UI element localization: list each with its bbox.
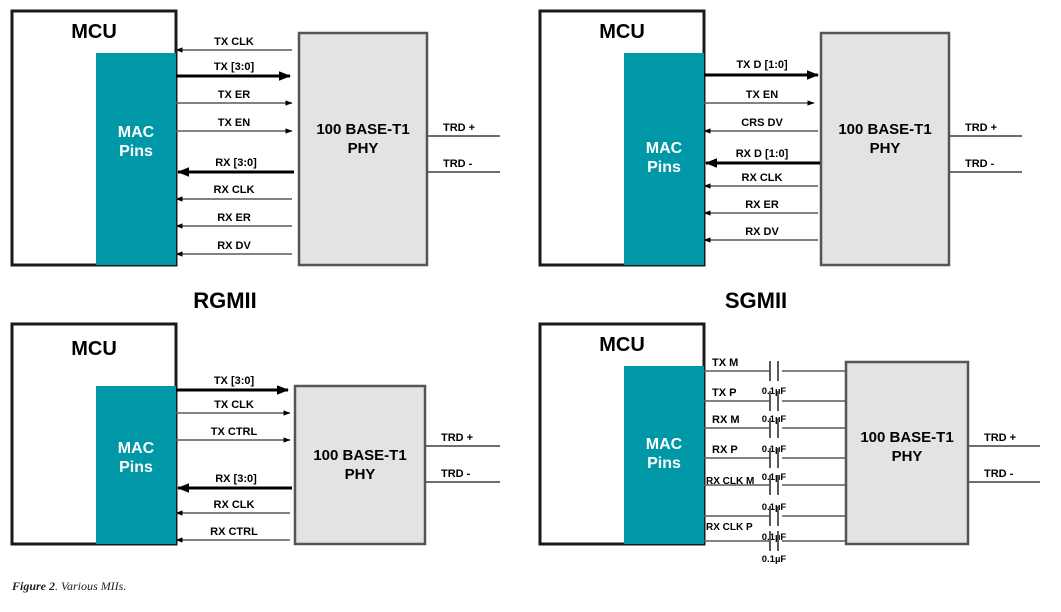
signal-label: RX ER <box>217 212 251 224</box>
svg-text:Figure 2. Various MIIs.: Figure 2. Various MIIs. <box>11 579 126 593</box>
phy-label-line1: 100 BASE-T1 <box>860 429 953 446</box>
phy-label-line2: PHY <box>892 448 923 465</box>
capacitor-value-label: 0.1µF <box>762 444 787 455</box>
mac-pins-block <box>96 53 176 265</box>
mcu-title: MCU <box>599 334 645 356</box>
signal-label: TX D [1:0] <box>736 59 788 71</box>
signal-label: RX [3:0] <box>215 157 257 169</box>
sgmii-coupled-lines: 0.1µF 0.1µF 0.1µF 0.1µF 0.1µF <box>704 361 846 565</box>
mac-pins-block <box>624 366 704 544</box>
trd-plus-label: TRD + <box>984 432 1016 444</box>
capacitor-value-label: 0.1µF <box>762 414 787 425</box>
capacitor-value-label: 0.1µF <box>762 554 787 565</box>
phy-box <box>844 360 970 546</box>
signal-label: RX CTRL <box>210 526 258 538</box>
trd-minus-label: TRD - <box>443 158 473 170</box>
phy-label-line1: 100 BASE-T1 <box>313 447 406 464</box>
phy-label-line2: PHY <box>345 466 376 483</box>
signal-label: TX [3:0] <box>214 61 255 73</box>
signal-label: TX CLK <box>214 399 254 411</box>
trd-minus-label: TRD - <box>441 468 471 480</box>
capacitor-value-label: 0.1µF <box>762 386 787 397</box>
mac-pins-label-line2: Pins <box>647 455 681 472</box>
trd-plus-label: TRD + <box>443 122 475 134</box>
mac-pins-label-line2: Pins <box>119 143 153 160</box>
signal-label: RX CLK <box>214 184 255 196</box>
diagram-rgmii: MCU MAC Pins 100 BASE-T1 PHY TX [3:0] TX… <box>10 322 500 546</box>
mac-pins-label-line1: MAC <box>646 436 683 453</box>
signal-label: TX CTRL <box>211 426 258 438</box>
mac-pins-label-line2: Pins <box>647 159 681 176</box>
signal-label: RX P <box>712 444 738 456</box>
signal-label: TX M <box>712 357 738 369</box>
figure-caption: Figure 2. Various MIIs. <box>11 579 126 593</box>
trd-plus-label: TRD + <box>965 122 997 134</box>
signal-label: RX CLK <box>214 499 255 511</box>
signal-label: TX [3:0] <box>214 375 255 387</box>
caption-figure-text: . Various MIIs. <box>55 579 126 593</box>
trd-minus-label: TRD - <box>965 158 995 170</box>
signal-label: CRS DV <box>741 117 783 129</box>
signal-label: TX CLK <box>214 36 254 48</box>
capacitor-value-label: 0.1µF <box>762 502 787 513</box>
signal-label: TX EN <box>746 89 778 101</box>
mac-pins-block <box>624 53 704 265</box>
caption-figure-number: Figure 2 <box>11 579 55 593</box>
diagram-sgmii: MCU MAC Pins 100 BASE-T1 PHY 0.1µF 0.1µF… <box>538 322 1040 565</box>
signal-label: RX DV <box>745 226 779 238</box>
signal-label: TX EN <box>218 117 250 129</box>
phy-label-line2: PHY <box>870 140 901 157</box>
mac-pins-label-line2: Pins <box>119 459 153 476</box>
signal-label: RX M <box>712 414 740 426</box>
signal-label: TX P <box>712 387 736 399</box>
signal-label: RX [3:0] <box>215 473 257 485</box>
mac-pins-block <box>96 386 176 544</box>
trd-minus-label: TRD - <box>984 468 1014 480</box>
mcu-title: MCU <box>71 21 117 43</box>
signal-label: RX D [1:0] <box>736 148 789 160</box>
mcu-title: MCU <box>599 21 645 43</box>
signal-label: TX ER <box>218 89 250 101</box>
phy-box <box>297 31 429 267</box>
mcu-title: MCU <box>71 338 117 360</box>
capacitor-value-label: 0.1µF <box>762 472 787 483</box>
phy-label-line1: 100 BASE-T1 <box>316 121 409 138</box>
phy-box <box>819 31 951 267</box>
signal-label: RX CLK <box>742 172 783 184</box>
mac-pins-label-line1: MAC <box>646 140 683 157</box>
section-title-rgmii: RGMII <box>193 288 257 313</box>
signal-label: RX CLK P <box>706 522 753 533</box>
signal-label: RX CLK M <box>706 476 754 487</box>
mac-pins-label-line1: MAC <box>118 124 155 141</box>
phy-box <box>293 384 427 546</box>
section-title-sgmii: SGMII <box>725 288 787 313</box>
diagram-mii: MCU MAC Pins 100 BASE-T1 PHY TX CLK TX [… <box>10 9 500 267</box>
diagram-rmii: MCU MAC Pins 100 BASE-T1 PHY TX D [1:0] … <box>538 9 1022 267</box>
phy-label-line1: 100 BASE-T1 <box>838 121 931 138</box>
trd-plus-label: TRD + <box>441 432 473 444</box>
signal-label: RX ER <box>745 199 779 211</box>
signal-label: RX DV <box>217 240 251 252</box>
phy-label-line2: PHY <box>348 140 379 157</box>
capacitor-value-label: 0.1µF <box>762 532 787 543</box>
mac-pins-label-line1: MAC <box>118 440 155 457</box>
